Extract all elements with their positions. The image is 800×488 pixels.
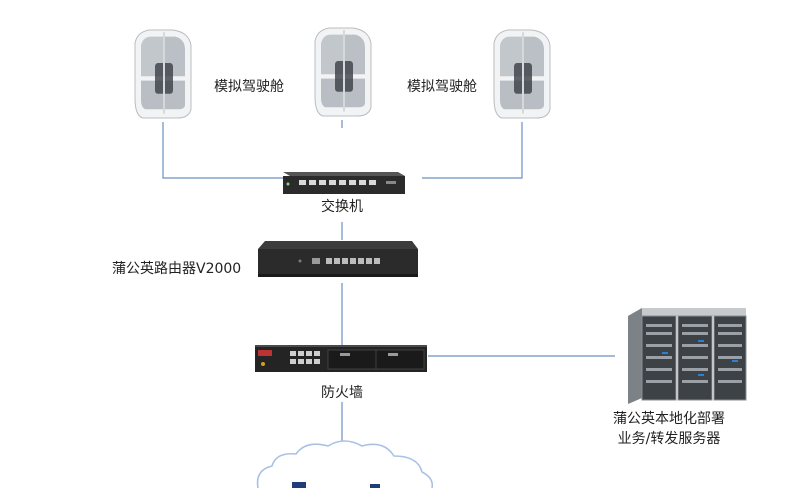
cabin-left-icon bbox=[134, 29, 192, 119]
server-label: 蒲公英本地化部署 业务/转发服务器 bbox=[613, 409, 725, 449]
firewall-label: 防火墙 bbox=[321, 385, 363, 401]
cabin-right-label: 模拟驾驶舱 bbox=[407, 79, 477, 95]
firewall-icon bbox=[255, 345, 427, 372]
connection-lines bbox=[162, 120, 615, 458]
switch-label: 交换机 bbox=[321, 199, 363, 215]
router-icon bbox=[258, 241, 418, 277]
server-label-line2: 业务/转发服务器 bbox=[617, 431, 721, 447]
server-label-line1: 蒲公英本地化部署 bbox=[613, 411, 725, 427]
router-label: 蒲公英路由器V2000 bbox=[112, 261, 242, 277]
cabin-mid-label: 模拟驾驶舱 bbox=[214, 79, 284, 95]
cloud-icon bbox=[256, 440, 434, 488]
network-switch-icon bbox=[283, 172, 405, 194]
cabin-right-icon bbox=[493, 29, 551, 119]
cabin-mid-icon bbox=[314, 27, 372, 117]
server-rack-icon bbox=[628, 308, 747, 404]
link-cabin-right-switch bbox=[422, 122, 523, 179]
link-cabin-left-switch bbox=[162, 122, 285, 179]
